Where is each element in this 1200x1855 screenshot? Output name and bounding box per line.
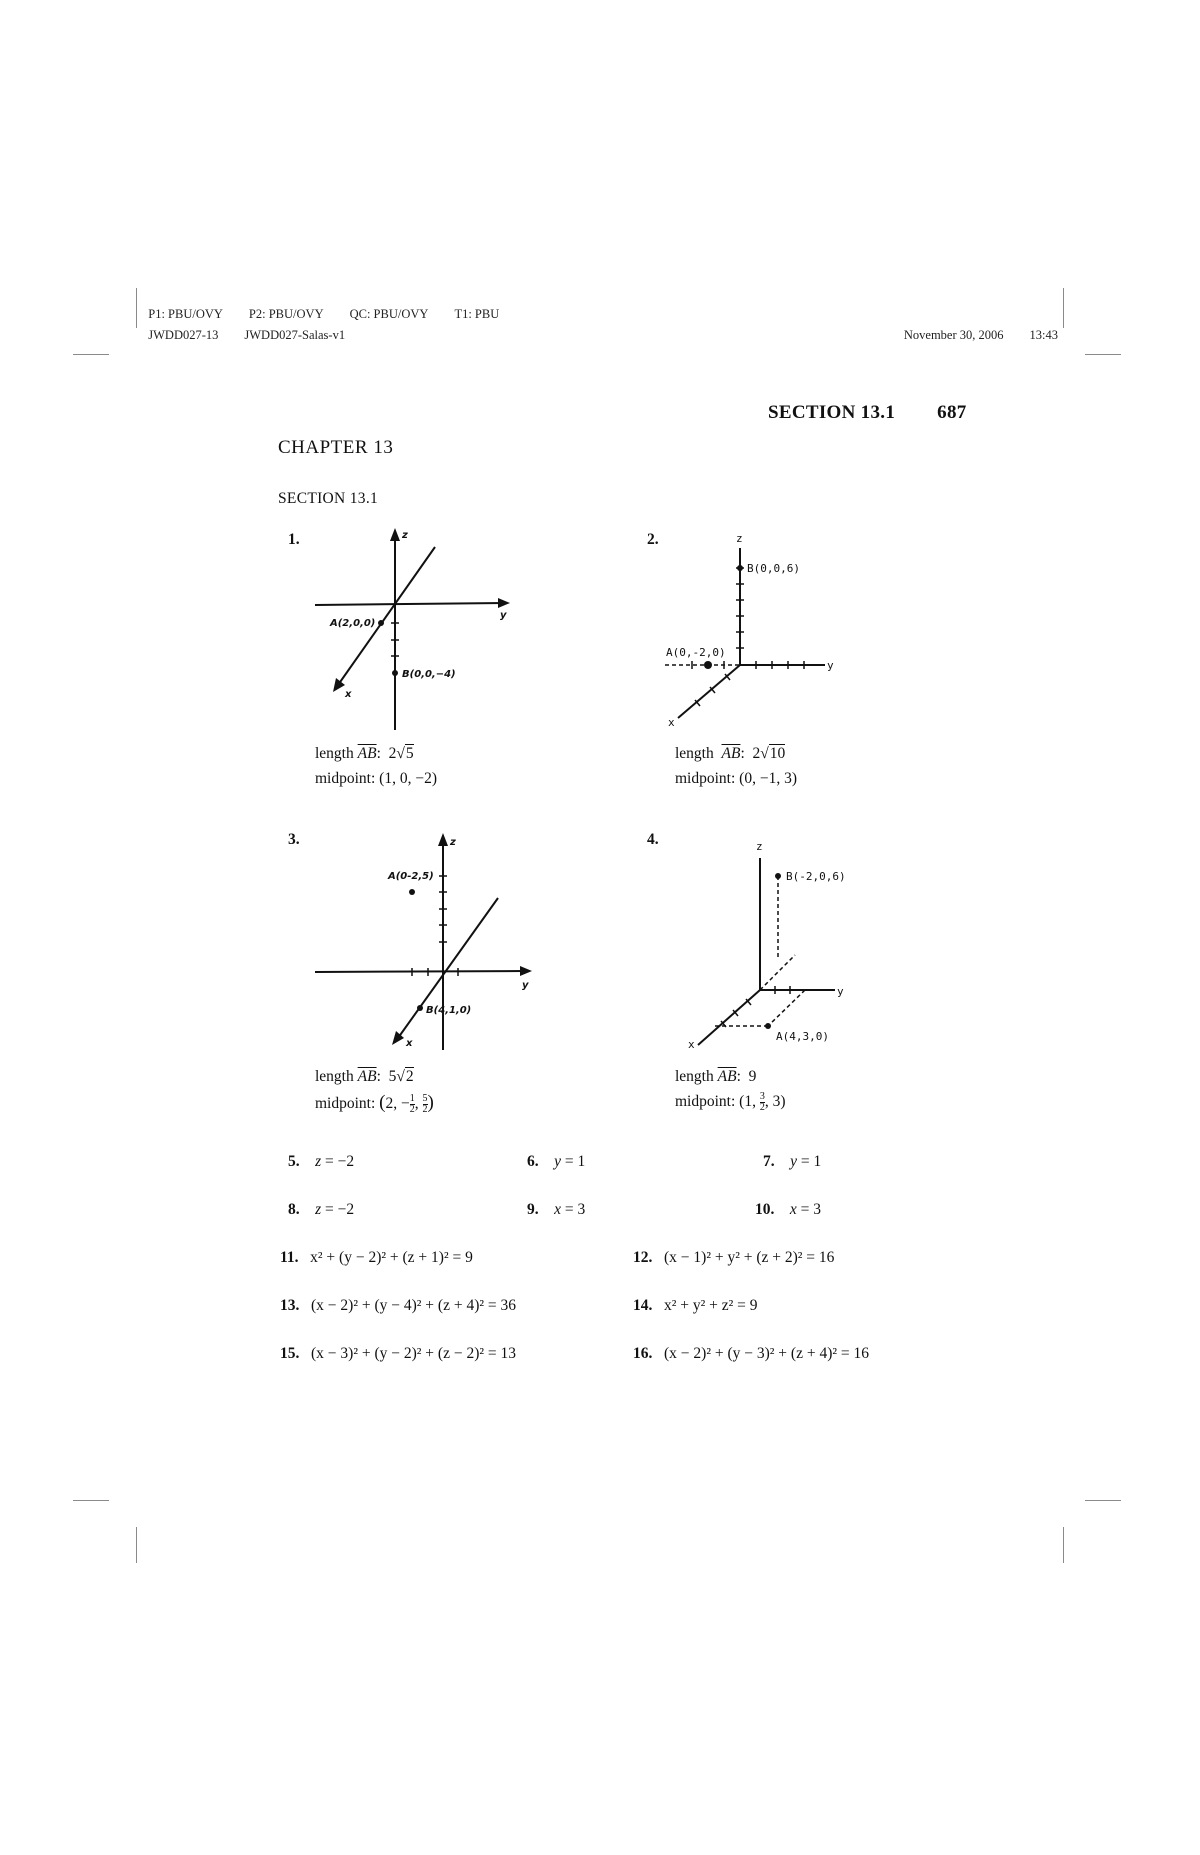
y-axis-label: y (522, 980, 529, 991)
answer-7: 7. y = 1 (763, 1153, 822, 1170)
crop-mark (73, 354, 109, 355)
answer-8: 8. z = −2 (288, 1201, 355, 1218)
point-a-label: A(4,3,0) (776, 1030, 829, 1043)
meta-volume-id: JWDD027-Salas-v1 (244, 328, 346, 342)
section-title: SECTION 13.1 (278, 490, 379, 507)
running-head-section: SECTION 13.1 (768, 402, 896, 423)
crop-mark (136, 1527, 137, 1563)
figure-4-3d-axes: z y x B(-2,0,6) A(4,3,0) (688, 840, 846, 1050)
figure-3-3d-axes: z y x A(0-2,5) B(4,1,0) (314, 833, 532, 1050)
figure-1-midpoint: midpoint: (1, 0, −2) (315, 770, 437, 787)
figure-1-3d-axes: z y x A(2,0,0) B(0,0,−4) (314, 528, 510, 730)
meta-p1: P1: PBU/OVY (148, 307, 223, 321)
point-b-label: B(0,0,−4) (402, 669, 456, 680)
meta-date: November 30, 2006 (903, 328, 1004, 342)
crop-mark (1063, 288, 1064, 328)
print-meta-datetime: November 30, 2006 13:43 (898, 313, 1058, 343)
answer-12: 12. (x − 1)² + y² + (z + 2)² = 16 (633, 1249, 835, 1266)
figure-number: 3. (288, 831, 300, 848)
figure-1-length: length AB: 2√5 (315, 744, 414, 762)
answer-9: 9. x = 3 (527, 1201, 586, 1218)
point-a-label: A(0-2,5) (387, 871, 434, 882)
x-axis-label: x (344, 689, 352, 700)
point-b-label: B(-2,0,6) (786, 870, 846, 883)
x-axis-label: x (688, 1038, 695, 1050)
figure-number: 2. (647, 531, 659, 548)
crop-mark (136, 288, 137, 328)
answer-13: 13. (x − 2)² + (y − 4)² + (z + 4)² = 36 (280, 1297, 516, 1314)
running-head: SECTION 13.1 687 (768, 402, 967, 424)
answer-5: 5. z = −2 (288, 1153, 355, 1170)
answer-15: 15. (x − 3)² + (y − 2)² + (z − 2)² = 13 (280, 1345, 516, 1362)
z-axis-label: z (756, 840, 763, 853)
answer-6: 6. y = 1 (527, 1153, 586, 1170)
point-b-label: B(0,0,6) (747, 562, 800, 575)
meta-time: 13:43 (1029, 328, 1058, 342)
figure-4-length: length AB: 9 (675, 1068, 757, 1085)
meta-qc: QC: PBU/OVY (349, 307, 429, 321)
segment-ab: AB (717, 1068, 737, 1085)
page-number: 687 (937, 402, 967, 423)
print-meta-row1: P1: PBU/OVY P2: PBU/OVY QC: PBU/OVY T1: PBU (142, 292, 499, 322)
x-axis-label: x (405, 1038, 413, 1049)
figure-2-midpoint: midpoint: (0, −1, 3) (675, 770, 797, 787)
z-axis-label: z (736, 532, 743, 545)
segment-ab: AB (357, 745, 377, 762)
y-axis-label: y (837, 985, 844, 998)
crop-mark (73, 1500, 109, 1501)
figure-2-3d-axes: z y x A(0,-2,0) B(0,0,6) (665, 532, 834, 729)
meta-t1: T1: PBU (454, 307, 500, 321)
figure-3-length: length AB: 5√2 (315, 1067, 414, 1085)
figure-number: 4. (647, 831, 659, 848)
crop-mark (1085, 354, 1121, 355)
print-meta-row2: JWDD027-13 JWDD027-Salas-v1 (142, 313, 345, 343)
z-axis-label: z (401, 530, 408, 541)
y-axis-label: y (827, 659, 834, 672)
chapter-title: CHAPTER 13 (278, 437, 394, 458)
x-axis-label: x (668, 716, 675, 729)
answer-10: 10. x = 3 (755, 1201, 822, 1218)
point-a-label: A(0,-2,0) (666, 646, 726, 659)
segment-ab: AB (357, 1068, 377, 1085)
meta-job-id: JWDD027-13 (148, 328, 219, 342)
answer-16: 16. (x − 2)² + (y − 3)² + (z + 4)² = 16 (633, 1345, 869, 1362)
z-axis-label: z (449, 837, 456, 848)
answer-11: 11. x² + (y − 2)² + (z + 1)² = 9 (280, 1249, 473, 1266)
figure-2-length: length AB: 2√10 (675, 744, 786, 762)
y-axis-label: y (500, 610, 507, 621)
segment-ab: AB (721, 745, 741, 762)
point-b-label: B(4,1,0) (426, 1005, 471, 1016)
meta-p2: P2: PBU/OVY (248, 307, 324, 321)
crop-mark (1085, 1500, 1121, 1501)
figure-number: 1. (288, 531, 300, 548)
point-a-label: A(2,0,0) (329, 618, 375, 629)
crop-mark (1063, 1527, 1064, 1563)
answer-14: 14. x² + y² + z² = 9 (633, 1297, 758, 1314)
